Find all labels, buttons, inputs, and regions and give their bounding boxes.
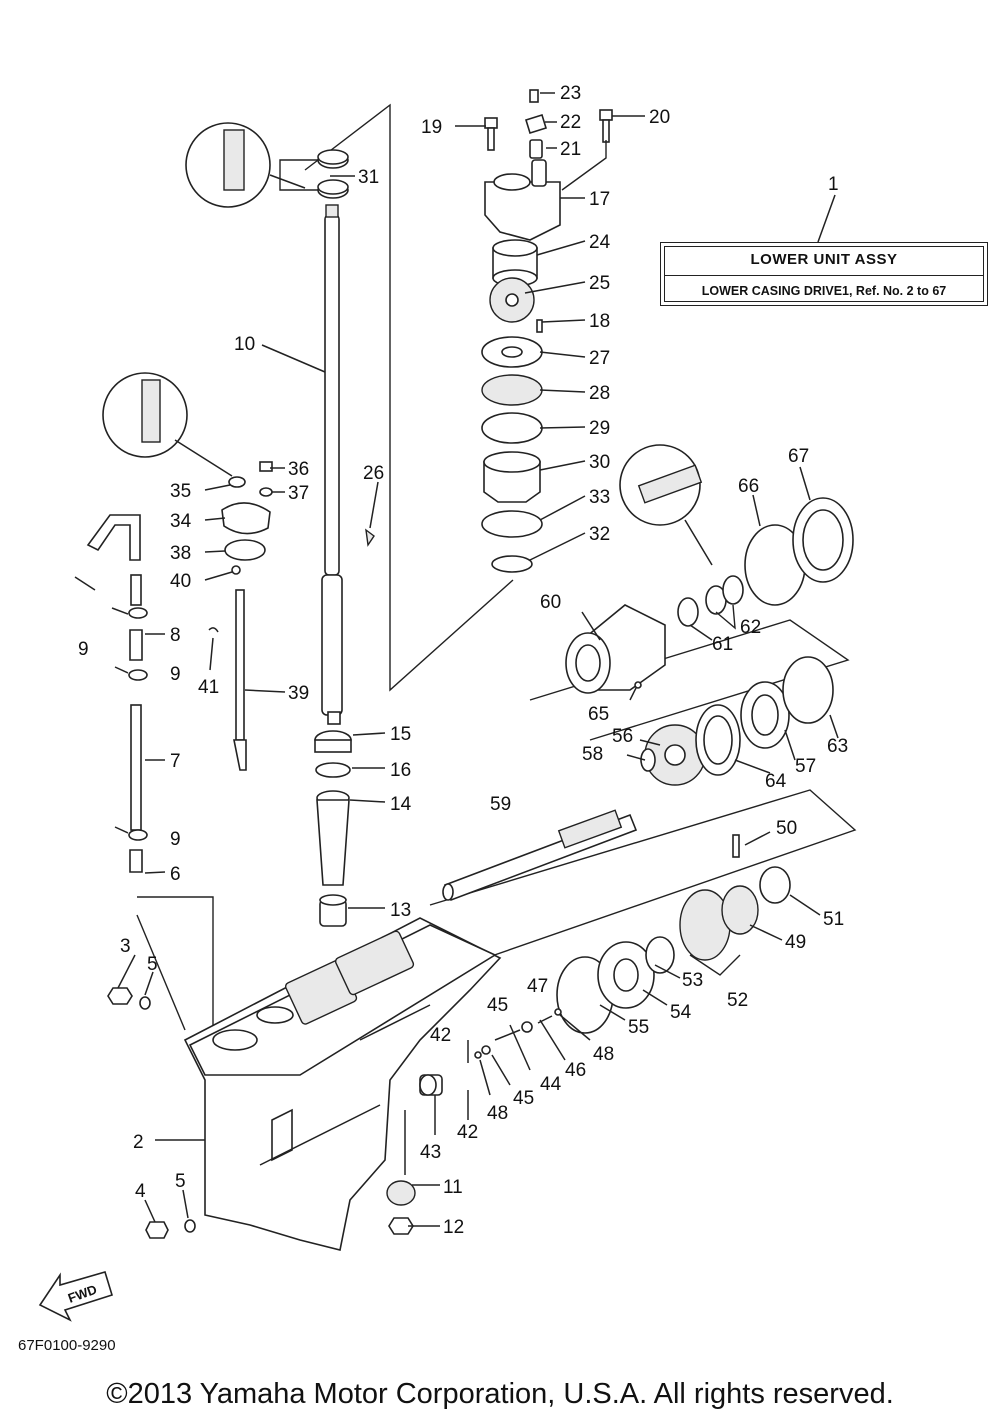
diagram-code: 67F0100-9290 [18, 1337, 116, 1354]
callout-60: 60 [540, 592, 561, 613]
callout-54: 54 [670, 1002, 692, 1023]
callout-19: 19 [421, 117, 442, 138]
callout-8: 8 [170, 625, 181, 646]
callout-48a: 48 [593, 1044, 614, 1065]
hose-and-clips [74, 514, 148, 873]
number-leaders [117, 92, 839, 1227]
callout-38: 38 [170, 543, 191, 564]
callout-9b: 9 [170, 664, 181, 685]
callout-9c: 9 [170, 829, 181, 850]
callout-55: 55 [628, 1017, 649, 1038]
callout-46: 46 [565, 1060, 586, 1081]
callout-26: 26 [363, 463, 384, 484]
assembly-title-divider [664, 275, 984, 276]
callout-43: 43 [420, 1142, 441, 1163]
callout-47: 47 [527, 976, 548, 997]
callout-1: 1 [828, 174, 839, 195]
callout-66: 66 [738, 476, 759, 497]
callout-25: 25 [589, 273, 610, 294]
propeller-shaft-59 [442, 809, 638, 902]
callout-numbers: 1 2 3 4 5 5 6 7 8 9 9 9 10 11 12 13 14 1… [78, 83, 848, 1238]
gears-and-bearings [107, 497, 854, 1239]
callout-45b: 45 [513, 1088, 534, 1109]
callout-52: 52 [727, 990, 748, 1011]
callout-34: 34 [170, 511, 192, 532]
callout-42a: 42 [430, 1025, 451, 1046]
callout-23: 23 [560, 83, 581, 104]
callout-6: 6 [170, 864, 181, 885]
callout-61: 61 [712, 634, 733, 655]
callout-2: 2 [133, 1132, 144, 1153]
callout-56: 56 [612, 726, 633, 747]
callout-41: 41 [198, 677, 219, 698]
bearing-parts-13-16 [314, 730, 352, 927]
lower-casing [183, 917, 502, 1251]
callout-65: 65 [588, 704, 609, 725]
callout-35: 35 [170, 481, 191, 502]
copyright-notice: ©2013 Yamaha Motor Corporation, U.S.A. A… [106, 1378, 894, 1410]
callout-30: 30 [589, 452, 610, 473]
callout-27: 27 [589, 348, 610, 369]
water-pump-stack [481, 89, 613, 573]
exploded-parts-diagram: FWD [38, 83, 857, 1322]
assembly-title-box: LOWER UNIT ASSY LOWER CASING DRIVE1, Ref… [660, 242, 988, 306]
callout-12: 12 [443, 1217, 464, 1238]
callout-28: 28 [589, 383, 610, 404]
drive-shaft [321, 204, 343, 725]
callout-22: 22 [560, 112, 581, 133]
callout-62: 62 [740, 617, 761, 638]
callout-50: 50 [776, 818, 797, 839]
callout-5: 5 [147, 954, 158, 975]
callout-44: 44 [540, 1074, 562, 1095]
callout-39: 39 [288, 683, 309, 704]
callout-3: 3 [120, 936, 131, 957]
callout-59: 59 [490, 794, 511, 815]
callout-63: 63 [827, 736, 848, 757]
callout-45a: 45 [487, 995, 508, 1016]
shift-rod-assembly [208, 461, 273, 771]
callout-11: 11 [443, 1177, 463, 1198]
callout-64: 64 [765, 771, 787, 792]
assembly-title: LOWER UNIT ASSY [750, 251, 898, 268]
callout-29: 29 [589, 418, 610, 439]
callout-32: 32 [589, 524, 610, 545]
callout-53: 53 [682, 970, 703, 991]
callout-7: 7 [170, 751, 181, 772]
callout-16: 16 [390, 760, 411, 781]
fwd-arrow-icon: FWD [38, 1271, 113, 1322]
callout-58: 58 [582, 744, 603, 765]
callout-42b: 42 [457, 1122, 478, 1143]
callout-37: 37 [288, 483, 309, 504]
callout-67: 67 [788, 446, 809, 467]
callout-14: 14 [390, 794, 412, 815]
callout-51: 51 [823, 909, 844, 930]
callout-57: 57 [795, 756, 816, 777]
callout-36: 36 [288, 459, 309, 480]
callout-10: 10 [234, 334, 255, 355]
callout-40: 40 [170, 571, 191, 592]
callout-4: 4 [135, 1181, 146, 1202]
callout-9a: 9 [78, 639, 89, 660]
callout-49: 49 [785, 932, 806, 953]
oil-seals-31 [317, 149, 349, 199]
callout-24: 24 [589, 232, 611, 253]
assembly-title-inner-border [664, 246, 984, 302]
callout-48b: 48 [487, 1103, 508, 1124]
callout-21: 21 [560, 139, 581, 160]
callout-17: 17 [589, 189, 610, 210]
callout-33: 33 [589, 487, 610, 508]
callout-20: 20 [649, 107, 670, 128]
callout-5b: 5 [175, 1171, 186, 1192]
callout-31: 31 [358, 167, 379, 188]
assembly-subtitle: LOWER CASING DRIVE1, Ref. No. 2 to 67 [701, 284, 947, 298]
callout-13: 13 [390, 900, 411, 921]
callout-15: 15 [390, 724, 411, 745]
detail-callouts [102, 122, 713, 566]
callout-18: 18 [589, 311, 610, 332]
key-26 [365, 528, 375, 547]
